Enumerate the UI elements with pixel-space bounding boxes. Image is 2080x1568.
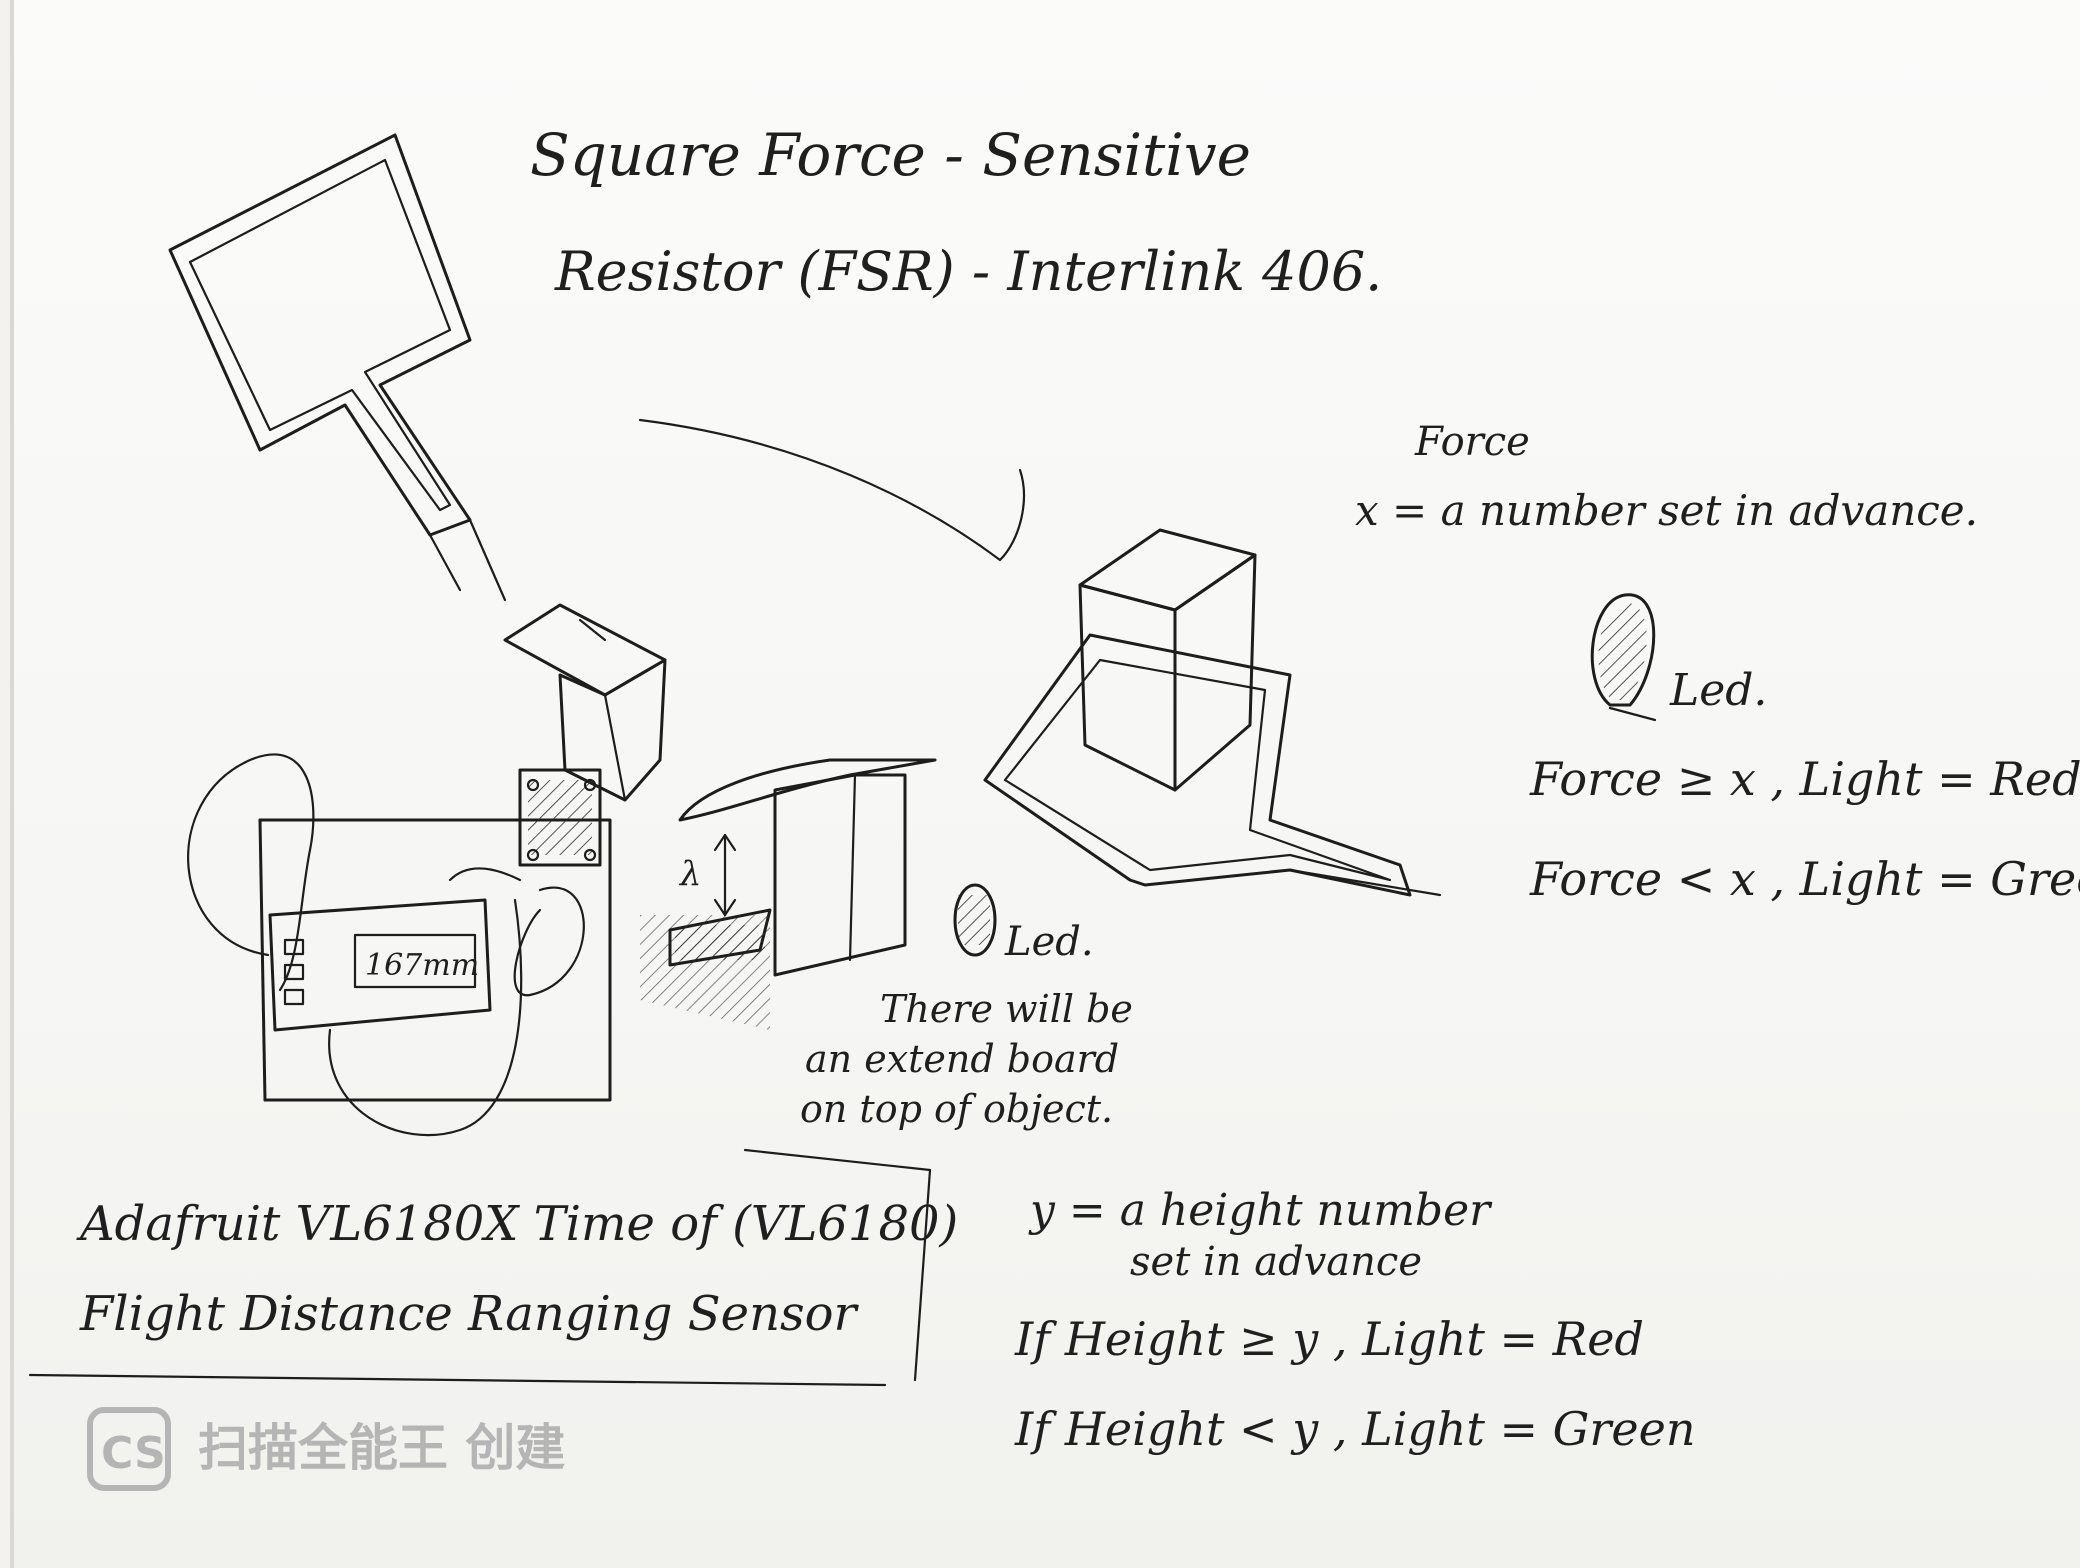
- fsr-sensor-drawing: [170, 135, 505, 600]
- led-right-label: Led.: [1669, 665, 1767, 716]
- vl6180-label-box: [30, 1150, 930, 1385]
- fsr-title-line2: Resistor (FSR) - Interlink 406.: [554, 240, 1382, 303]
- vl6180-board-drawing: 167mm: [188, 754, 610, 1135]
- cs-badge-text: CS: [101, 1428, 166, 1479]
- y-definition-line2: set in advance: [1130, 1239, 1422, 1285]
- extend-board-note-line1: There will be: [880, 987, 1133, 1031]
- vl6180-label-line1: Adafruit VL6180X Time of (VL6180): [76, 1196, 958, 1252]
- force-rule-high: Force ≥ x , Light = Red: [1529, 752, 2080, 806]
- cube-on-fsr-drawing: [985, 530, 1440, 895]
- vl6180-label-line2: Flight Distance Ranging Sensor: [79, 1286, 860, 1342]
- y-definition-line1: y = a height number: [1028, 1185, 1493, 1236]
- connector-arrow: [640, 420, 1024, 560]
- x-definition: x = a number set in advance.: [1355, 486, 1978, 535]
- extend-board-note-line2: an extend board: [805, 1037, 1119, 1081]
- sensor-display-readout: 167mm: [365, 948, 479, 983]
- height-rule-low: If Height < y , Light = Green: [1014, 1402, 1695, 1456]
- watermark-text: 扫描全能王 创建: [198, 1419, 565, 1477]
- force-rule-low: Force < x , Light = Green: [1529, 852, 2080, 906]
- lambda-height-label: λ: [678, 854, 702, 894]
- scanner-watermark: CS 扫描全能王 创建: [90, 1410, 565, 1488]
- height-rule-high: If Height ≥ y , Light = Red: [1014, 1312, 1644, 1366]
- fsr-title-line1: Square Force - Sensitive: [530, 121, 1251, 189]
- led-right-drawing: [1592, 595, 1655, 720]
- led-middle-label: Led.: [1004, 919, 1094, 965]
- extend-board-note-line3: on top of object.: [800, 1087, 1113, 1131]
- force-label: Force: [1414, 419, 1530, 465]
